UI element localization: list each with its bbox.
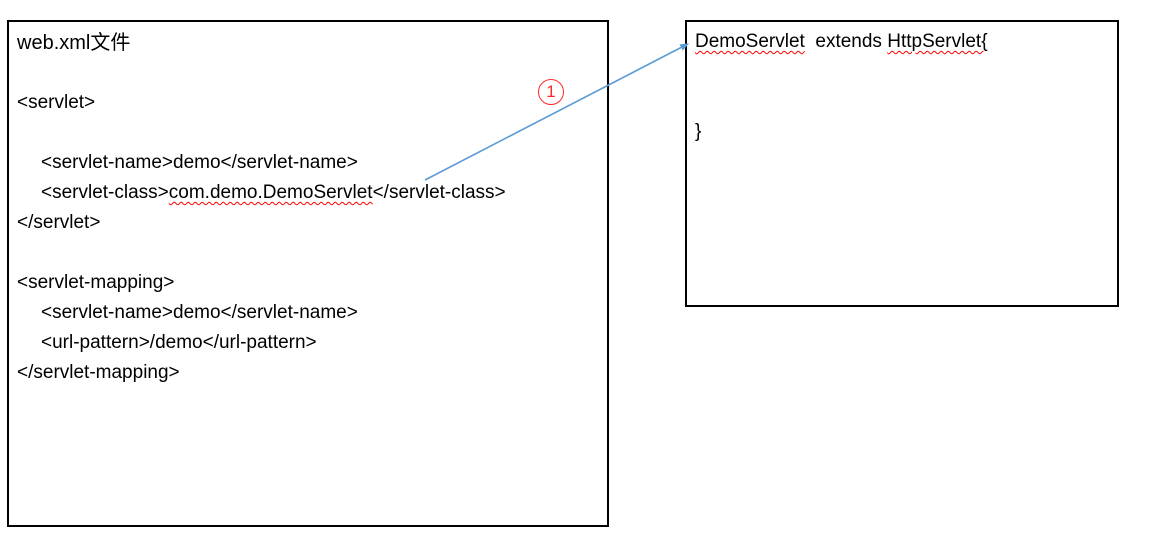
servlet-class-value: com.demo.DemoServlet <box>168 182 373 203</box>
webxml-title: web.xml文件 <box>17 32 131 54</box>
servlet-class-box: DemoServlet extends HttpServlet{ } <box>685 20 1119 307</box>
class-name: DemoServlet <box>695 31 805 52</box>
blank-line <box>695 57 1109 87</box>
code-line-servlet-name: <servlet-name>demo</servlet-name> <box>41 152 358 173</box>
code-line-servlet-mapping-close: </servlet-mapping> <box>17 362 180 383</box>
extends-keyword: extends <box>804 31 888 52</box>
servlet-class-close-tag: </servlet-class> <box>372 182 506 203</box>
code-line-class-declaration: DemoServlet extends HttpServlet{ <box>695 27 1109 57</box>
code-line-url-pattern: <url-pattern>/demo</url-pattern> <box>41 332 317 353</box>
blank-line <box>17 118 599 148</box>
superclass-name: HttpServlet{ <box>887 31 988 52</box>
blank-line <box>17 58 599 88</box>
step-number: 1 <box>546 82 556 101</box>
code-line-servlet-mapping-open: <servlet-mapping> <box>17 272 175 293</box>
code-line-closing-brace: } <box>695 121 702 142</box>
servlet-class-open-tag: <servlet-class> <box>41 182 169 203</box>
blank-line <box>17 238 599 268</box>
code-line-servlet-close: </servlet> <box>17 212 101 233</box>
step-1-badge: 1 <box>538 79 564 105</box>
code-line-servlet-class: <servlet-class>com.demo.DemoServlet</ser… <box>17 178 599 208</box>
webxml-box: web.xml文件 <servlet> <servlet-name>demo</… <box>7 20 609 527</box>
blank-line <box>695 87 1109 117</box>
code-line-mapping-servlet-name: <servlet-name>demo</servlet-name> <box>41 302 358 323</box>
code-line-servlet-open: <servlet> <box>17 92 96 113</box>
